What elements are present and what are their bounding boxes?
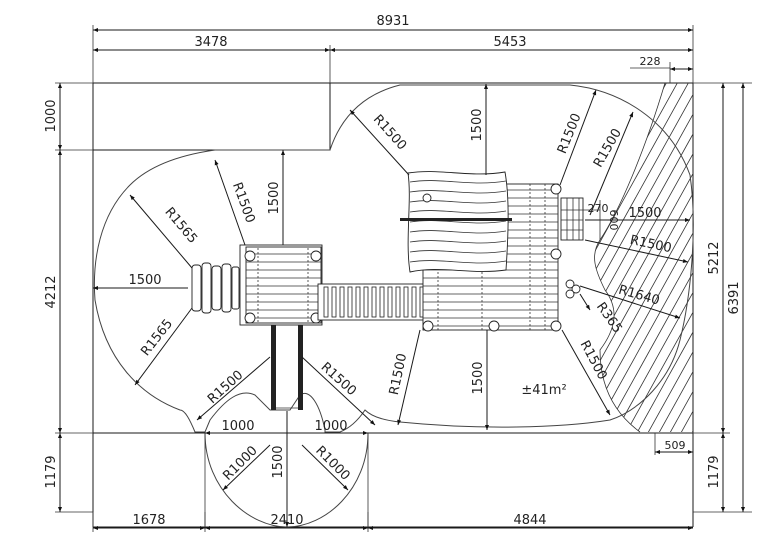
label-slide-exit-radius-right: R1000 xyxy=(312,443,352,483)
label-slide-side-left: 1000 xyxy=(221,419,254,434)
hatch-line xyxy=(594,83,693,432)
hatch-line xyxy=(610,83,693,432)
hatch-line xyxy=(643,83,693,432)
hatch-line xyxy=(754,80,760,440)
label-tower-left-radius: R1500 xyxy=(229,180,258,225)
dim-left-middle: 4212 xyxy=(44,275,59,308)
roof-plank xyxy=(409,190,507,194)
dim-right-bottom: 1179 xyxy=(707,455,722,488)
dim-top-right: 5453 xyxy=(493,35,526,50)
bridge-slat xyxy=(355,286,361,318)
bridge-slat xyxy=(403,286,409,318)
dim-bottom-left: 1678 xyxy=(132,513,165,528)
roof-plank xyxy=(409,200,507,204)
label-slide-radius-left: R1500 xyxy=(205,368,246,407)
hatch-line xyxy=(594,83,693,432)
bridge-slat xyxy=(411,286,417,318)
bridge-slat xyxy=(395,286,401,318)
climbing-wall xyxy=(191,262,240,314)
hatch-line xyxy=(743,80,760,440)
dimension-lines xyxy=(55,25,752,532)
dim-top-left: 3478 xyxy=(194,35,227,50)
dim-right-main: 5212 xyxy=(707,241,722,274)
label-net-offset: 270 xyxy=(588,202,609,215)
hatch-line xyxy=(594,83,691,432)
roof-plank xyxy=(409,240,507,244)
roof-plank xyxy=(409,260,507,264)
label-net-width: 600 xyxy=(607,210,620,231)
bridge-slat xyxy=(347,286,353,318)
bridge-slat xyxy=(371,286,377,318)
label-top-center-radius: R1500 xyxy=(370,112,409,153)
roof xyxy=(400,171,512,273)
bridge xyxy=(317,283,429,321)
hatch-line xyxy=(632,83,693,432)
hatch-line xyxy=(594,83,693,432)
bridge-slat xyxy=(363,286,369,318)
hatch-line xyxy=(732,80,760,440)
label-net-distance: 1500 xyxy=(628,206,661,221)
hatch-boundary xyxy=(594,82,666,433)
dim-overall-height: 6391 xyxy=(727,281,742,314)
hatch-line xyxy=(621,83,693,432)
hatch-line xyxy=(721,80,760,440)
label-top-right-radius-b: R1500 xyxy=(591,126,625,170)
net-climber xyxy=(560,197,584,241)
hatch-line xyxy=(594,83,693,432)
label-left-radius-top: R1565 xyxy=(161,205,200,247)
dim-offset-right: 228 xyxy=(640,55,661,68)
safety-zone-outline xyxy=(93,84,694,433)
label-bottom-center-radius-left: R1500 xyxy=(387,352,410,396)
bridge-slat xyxy=(379,286,385,318)
bridge-slat xyxy=(323,286,329,318)
label-top-center-distance: 1500 xyxy=(470,108,485,141)
label-slide-radius-right: R1500 xyxy=(318,360,359,399)
roof-plank xyxy=(409,230,507,234)
label-left-distance: 1500 xyxy=(128,273,161,288)
hatch-line xyxy=(599,83,693,432)
dim-hatch-offset: 509 xyxy=(665,439,686,452)
hatch-line xyxy=(594,83,693,432)
hatch-line xyxy=(594,83,693,432)
hatch-line xyxy=(687,83,693,432)
roof-plank xyxy=(409,210,507,214)
label-net-radius: R1500 xyxy=(629,233,673,256)
spinner-posts xyxy=(565,279,581,299)
hatch-line xyxy=(594,83,693,432)
label-slide-side-right: 1000 xyxy=(314,419,347,434)
dim-left-bottom: 1179 xyxy=(44,455,59,488)
dim-bottom-middle: 2410 xyxy=(270,513,303,528)
dimension-labels: 8931 3478 5453 228 1000 4212 1179 5212 1… xyxy=(44,14,742,528)
area-label: ±41m² xyxy=(521,383,566,398)
roof-plank xyxy=(409,180,507,184)
label-tower-left-distance: 1500 xyxy=(267,181,282,214)
bridge-slat xyxy=(339,286,345,318)
label-slide-exit-radius-left: R1000 xyxy=(220,443,260,483)
dim-overall-width: 8931 xyxy=(376,14,409,29)
left-tower xyxy=(239,244,323,326)
bridge-slat xyxy=(331,286,337,318)
label-slide-exit-distance: 1500 xyxy=(271,445,286,478)
label-bottom-center-radius-right: R1500 xyxy=(577,338,610,382)
slide xyxy=(271,325,303,410)
hatch-line xyxy=(654,83,693,432)
label-top-right-radius-a: R1500 xyxy=(555,111,585,156)
dim-left-top: 1000 xyxy=(44,99,59,132)
roof-plank xyxy=(409,250,507,254)
hatch-line xyxy=(594,83,693,432)
bridge-slat xyxy=(387,286,393,318)
label-bottom-center-distance: 1500 xyxy=(471,361,486,394)
dim-bottom-right: 4844 xyxy=(513,513,546,528)
